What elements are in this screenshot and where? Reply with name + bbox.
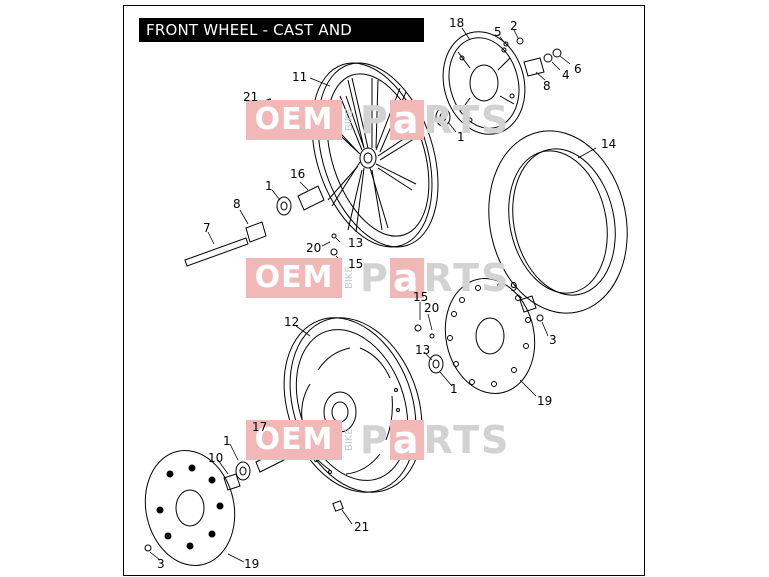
callout-label: 9 bbox=[510, 280, 518, 294]
watermark-bike: BIKE bbox=[344, 428, 355, 452]
callout-label: 15 bbox=[413, 290, 429, 304]
callout-label: 8 bbox=[543, 79, 551, 93]
callout-label: 7 bbox=[203, 221, 211, 235]
watermark-parts: PaRTS bbox=[360, 256, 511, 300]
callout-label: 6 bbox=[574, 62, 582, 76]
watermark-oem: OEM bbox=[246, 258, 342, 298]
callout-label: 19 bbox=[537, 394, 553, 408]
callout-label: 11 bbox=[292, 70, 308, 84]
callout-label: 16 bbox=[290, 167, 306, 181]
page-border bbox=[123, 5, 645, 576]
cast-wheel-11 bbox=[311, 62, 439, 248]
callout-label: 18 bbox=[449, 16, 465, 30]
diagram-title: FRONT WHEEL - CAST AND SLOTTED bbox=[139, 18, 424, 63]
tire-14 bbox=[488, 130, 628, 314]
watermark-oem: OEM bbox=[246, 420, 342, 460]
callout-label: 2 bbox=[510, 19, 518, 33]
callout-label: 14 bbox=[601, 137, 617, 151]
watermark-oem: OEM bbox=[246, 100, 342, 140]
callout-label: 1 bbox=[223, 434, 231, 448]
watermark-parts: PaRTS bbox=[360, 418, 511, 462]
axle-assembly-upper bbox=[184, 37, 562, 267]
callout-label: 1 bbox=[265, 179, 273, 193]
callout-label: 8 bbox=[233, 197, 241, 211]
callout-label: 21 bbox=[243, 90, 259, 104]
callout-label: 5 bbox=[494, 25, 502, 39]
callout-label: 10 bbox=[208, 451, 224, 465]
watermark-bike: BIKE bbox=[344, 108, 355, 132]
callout-label: 13 bbox=[348, 236, 364, 250]
rotor-19-left bbox=[144, 450, 236, 566]
callout-label: 15 bbox=[348, 257, 364, 271]
watermark-parts: PaRTS bbox=[360, 98, 511, 142]
callout-label: 12 bbox=[284, 315, 300, 329]
rotor-19-right bbox=[444, 278, 536, 394]
callout-label: 19 bbox=[244, 557, 260, 571]
callout-label: 4 bbox=[562, 68, 570, 82]
callout-label: 3 bbox=[157, 557, 165, 571]
callout-label: 20 bbox=[424, 301, 440, 315]
callout-label: 13 bbox=[415, 343, 431, 357]
callout-label: 21 bbox=[354, 520, 370, 534]
callout-label: 17 bbox=[252, 420, 268, 434]
callout-label: 20 bbox=[306, 241, 322, 255]
callout-label: 1 bbox=[457, 130, 465, 144]
callout-label: 3 bbox=[549, 333, 557, 347]
rotor-18 bbox=[442, 31, 526, 135]
callout-label: 1 bbox=[450, 382, 458, 396]
